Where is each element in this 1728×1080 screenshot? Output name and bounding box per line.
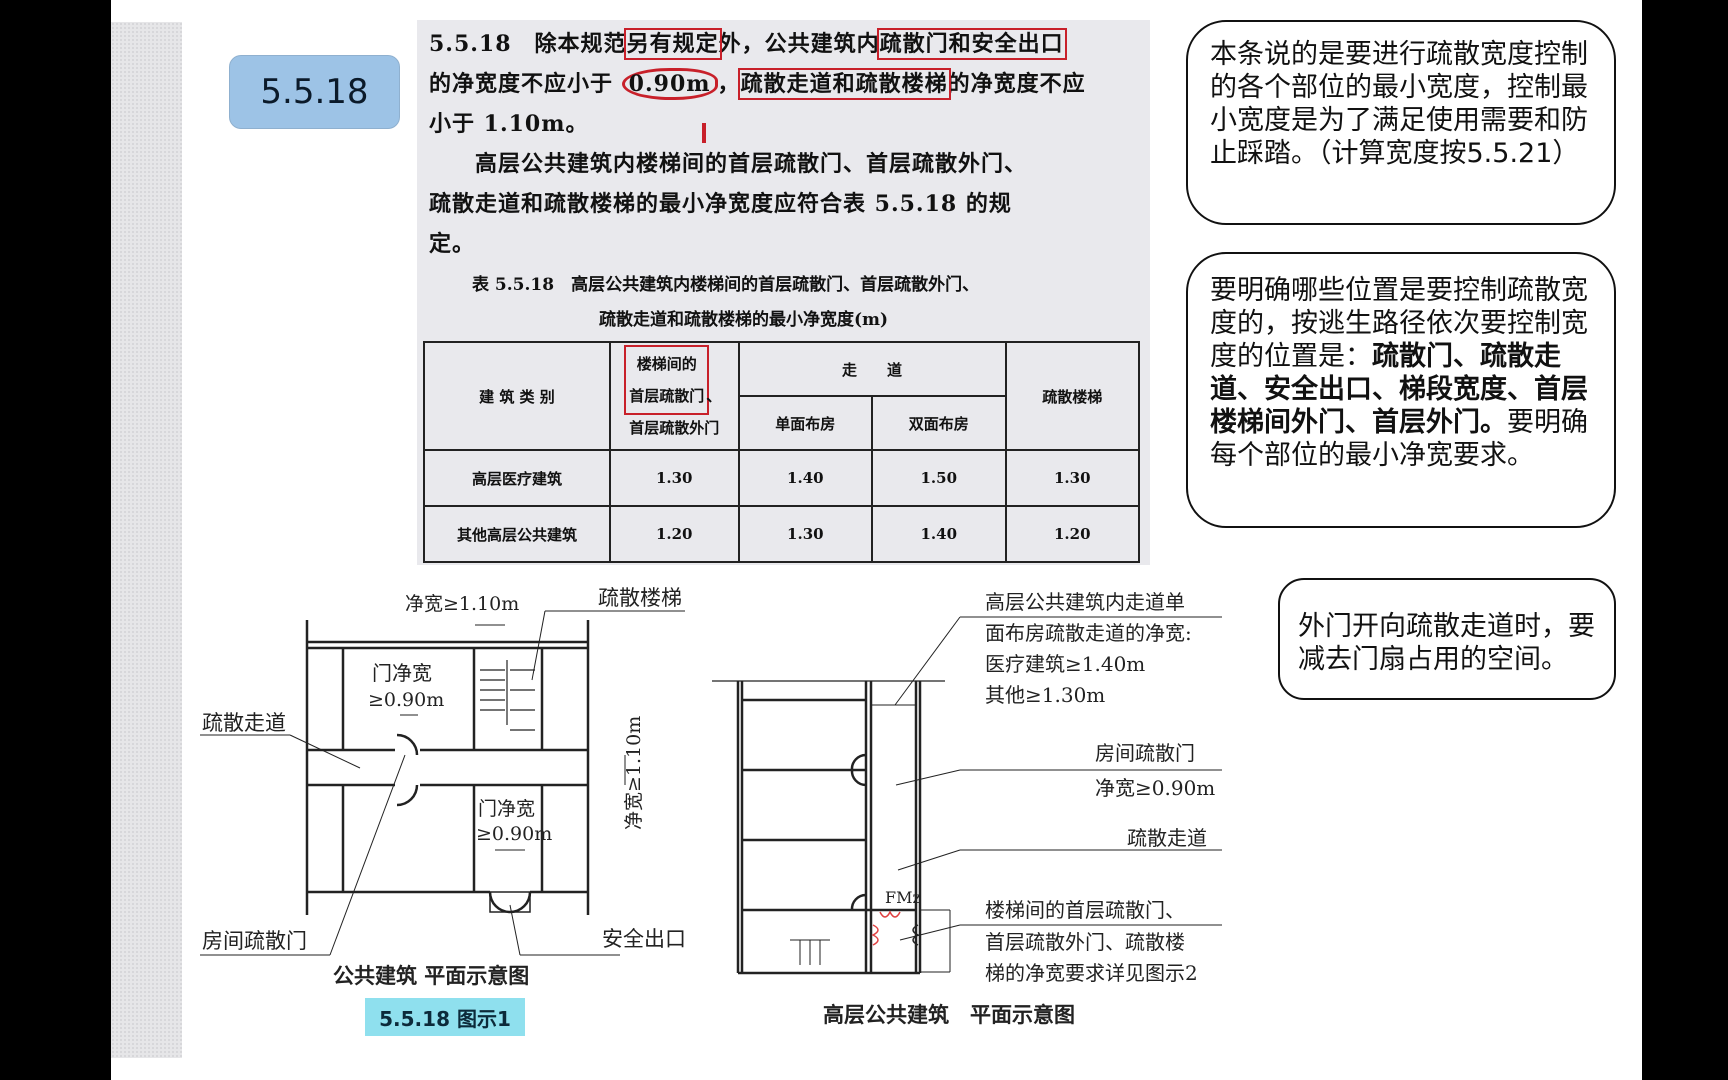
header-single: 单面布房 bbox=[737, 395, 874, 451]
label-stair: 疏散楼梯 bbox=[598, 586, 682, 610]
cell-stair: 1.20 bbox=[1004, 505, 1141, 563]
label-corridor: 疏散走道 bbox=[202, 711, 286, 735]
label-stair-rule-2: 首层疏散外门、疏散楼 bbox=[985, 930, 1185, 954]
cell-double: 1.40 bbox=[871, 505, 1007, 563]
cell-stair: 1.30 bbox=[1004, 449, 1141, 507]
label-door-width-b: ≥0.90m bbox=[368, 689, 444, 711]
cell-double: 1.50 bbox=[871, 449, 1007, 507]
clause-line-1: 5.5.18 除本规范另有规定外，公共建筑内疏散门和安全出口 bbox=[429, 28, 1067, 60]
header-stair: 疏散楼梯 bbox=[1004, 341, 1141, 451]
highrise-labels: 高层公共建筑内走道单 面布房疏散走道的净宽: 医疗建筑≥1.40m 其他≥1.3… bbox=[823, 590, 1215, 1027]
cell-type: 高层医疗建筑 bbox=[423, 449, 611, 507]
header-type: 建 筑 类 别 bbox=[423, 341, 611, 451]
label-door-width-a: 门净宽 bbox=[372, 661, 432, 685]
clause-line-4: 高层公共建筑内楼梯间的首层疏散门、首层疏散外门、 bbox=[429, 151, 1028, 177]
note-box-door-swing: 外门开向疏散走道时，要减去门扇占用的空间。 bbox=[1278, 578, 1616, 700]
figure-1-title: 公共建筑 平面示意图 bbox=[333, 964, 529, 988]
clause-line-3: 小于 1.10m。 bbox=[429, 111, 589, 137]
clause-scan: 5.5.18 除本规范另有规定外，公共建筑内疏散门和安全出口 的净宽度不应小于 … bbox=[417, 20, 1150, 565]
label-corridor-rule-2: 面布房疏散走道的净宽: bbox=[985, 621, 1192, 645]
label-exit-width-b: ≥0.90m bbox=[476, 823, 552, 845]
note-box-purpose: 本条说的是要进行疏散宽度控制的各个部位的最小宽度，控制最小宽度是为了满足使用需要… bbox=[1186, 20, 1616, 225]
label-stair-rule-3: 梯的净宽要求详见图示2 bbox=[985, 961, 1198, 985]
label-fm-door: FMz bbox=[885, 888, 921, 907]
public-building-plan bbox=[200, 610, 685, 956]
label-stair-width: 净宽≥1.10m bbox=[405, 593, 519, 615]
clause-line-2: 的净宽度不应小于 0.90m，疏散走道和疏散楼梯的净宽度不应 bbox=[429, 66, 1086, 100]
label-room-door: 房间疏散门 bbox=[202, 929, 307, 953]
cell-type: 其他高层公共建筑 bbox=[423, 505, 611, 563]
figure-1-tag: 5.5.18 图示1 bbox=[365, 998, 525, 1036]
label-stair-rule-1: 楼梯间的首层疏散门、 bbox=[985, 898, 1185, 922]
clause-line-5: 疏散走道和疏散楼梯的最小净宽度应符合表 5.5.18 的规 bbox=[429, 191, 1012, 217]
red-cursor-mark bbox=[702, 123, 706, 143]
table-row: 其他高层公共建筑 1.20 1.30 1.40 1.20 bbox=[423, 505, 1141, 563]
header-door: 楼梯间的首层疏散门、首层疏散外门 bbox=[608, 341, 740, 451]
label-corridor-rule-4: 其他≥1.30m bbox=[985, 683, 1105, 707]
table-row: 高层医疗建筑 1.30 1.40 1.50 1.30 bbox=[423, 449, 1141, 507]
label-corridor-rule-1: 高层公共建筑内走道单 bbox=[985, 590, 1185, 614]
label-corridor-width: 净宽≥1.10m bbox=[623, 716, 645, 830]
label-room-door-width: 净宽≥0.90m bbox=[1095, 776, 1215, 800]
cell-single: 1.40 bbox=[737, 449, 874, 507]
cell-door: 1.20 bbox=[608, 505, 740, 563]
public-building-labels: 净宽≥1.10m 疏散楼梯 门净宽 ≥0.90m 疏散走道 门净宽 ≥0.90m… bbox=[202, 586, 686, 988]
right-black-margin bbox=[1642, 0, 1728, 1080]
cell-door: 1.30 bbox=[608, 449, 740, 507]
label-exit-width-a: 门净宽 bbox=[478, 798, 535, 820]
label-corridor-rule-3: 医疗建筑≥1.40m bbox=[985, 652, 1145, 676]
cell-single: 1.30 bbox=[737, 505, 874, 563]
highrise-plan bbox=[712, 616, 1222, 975]
label-safety-exit: 安全出口 bbox=[602, 927, 686, 951]
clause-number-badge: 5.5.18 bbox=[229, 55, 400, 129]
clause-line-6: 定。 bbox=[429, 231, 476, 257]
header-corridor: 走 道 bbox=[737, 341, 1007, 397]
figure-2-title: 高层公共建筑 平面示意图 bbox=[823, 1003, 1075, 1027]
left-black-margin bbox=[0, 0, 111, 1080]
table-caption-1: 表 5.5.18 高层公共建筑内楼梯间的首层疏散门、首层疏散外门、 bbox=[472, 275, 980, 295]
header-double: 双面布房 bbox=[871, 395, 1007, 451]
note-box-locations: 要明确哪些位置是要控制疏散宽度的，按逃生路径依次要控制宽度的位置是：疏散门、疏散… bbox=[1186, 252, 1616, 528]
table-caption-2: 疏散走道和疏散楼梯的最小净宽度(m) bbox=[599, 310, 889, 330]
min-width-table: 建 筑 类 别 楼梯间的首层疏散门、首层疏散外门 走 道 疏散楼梯 单面布房 双… bbox=[423, 341, 1141, 563]
label-room-door: 房间疏散门 bbox=[1095, 741, 1195, 765]
slide-side-stripe bbox=[111, 22, 182, 1058]
label-corridor: 疏散走道 bbox=[1127, 826, 1207, 850]
